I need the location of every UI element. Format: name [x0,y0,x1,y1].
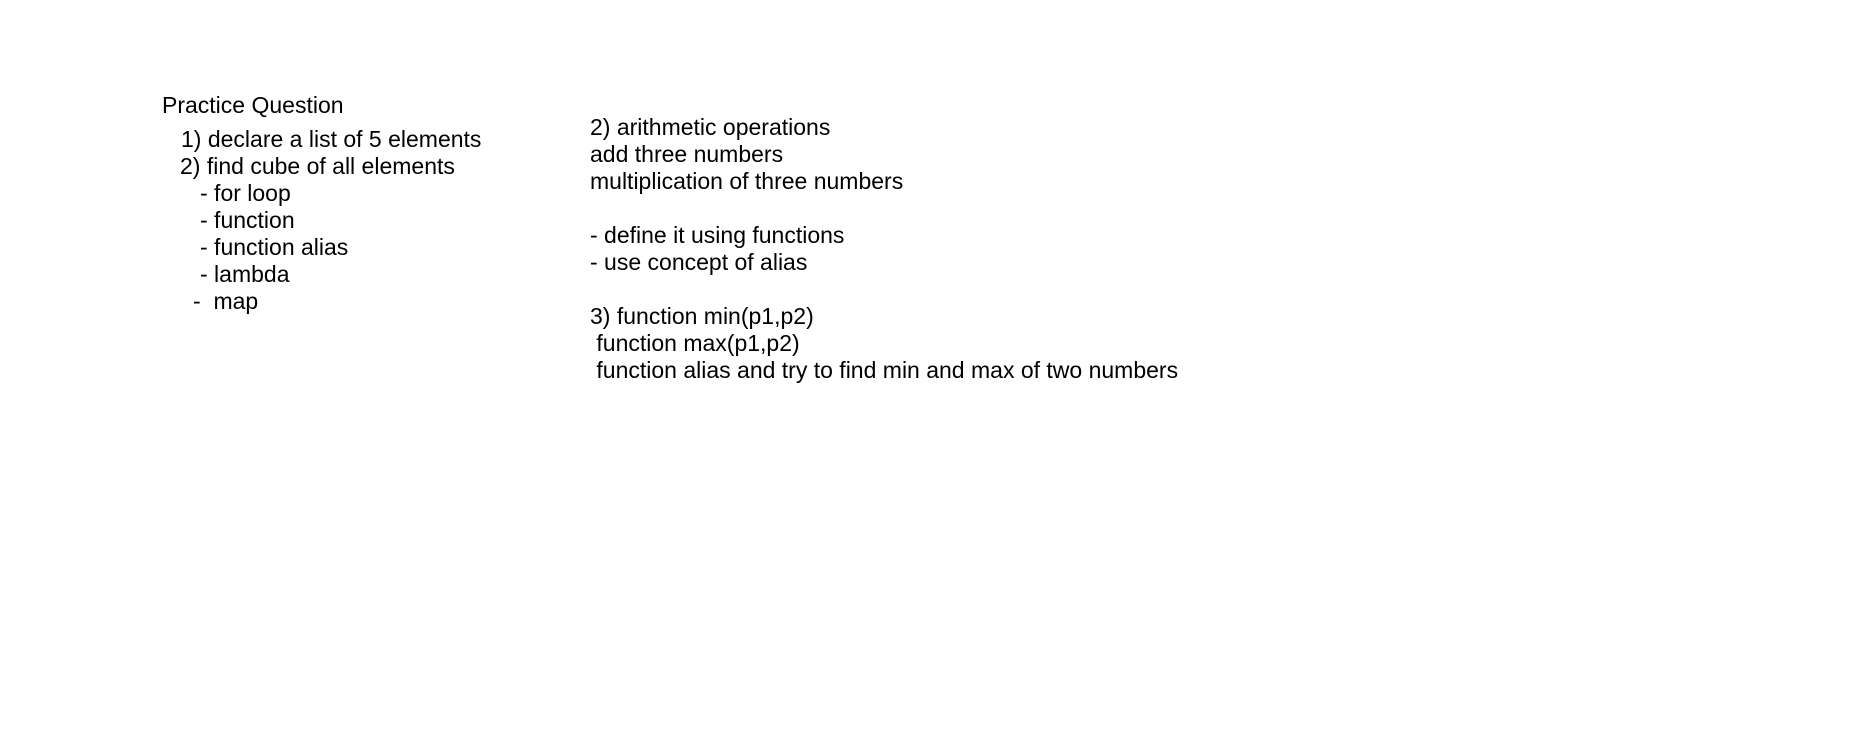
right-line-define-functions: - define it using functions [590,222,845,248]
right-line-concept-alias: - use concept of alias [590,249,808,275]
right-line-function-min: 3) function min(p1,p2) [590,303,814,329]
right-line-arithmetic-operations: 2) arithmetic operations [590,114,831,140]
left-item-1: 1) declare a list of 5 elements [181,126,482,152]
left-item-2: 2) find cube of all elements [180,153,455,179]
practice-question-heading: Practice Question [162,92,344,118]
right-line-function-alias-min-max: function alias and try to find min and m… [590,357,1179,383]
right-line-multiplication: multiplication of three numbers [590,168,904,194]
left-subitem-function-alias: - function alias [200,234,349,260]
right-line-add-three-numbers: add three numbers [590,141,784,167]
left-subitem-for-loop: - for loop [200,180,291,206]
left-subitem-lambda: - lambda [200,261,290,287]
right-line-function-max: function max(p1,p2) [590,330,800,356]
left-subitem-function: - function [200,207,295,233]
left-subitem-map: - map [193,288,259,314]
